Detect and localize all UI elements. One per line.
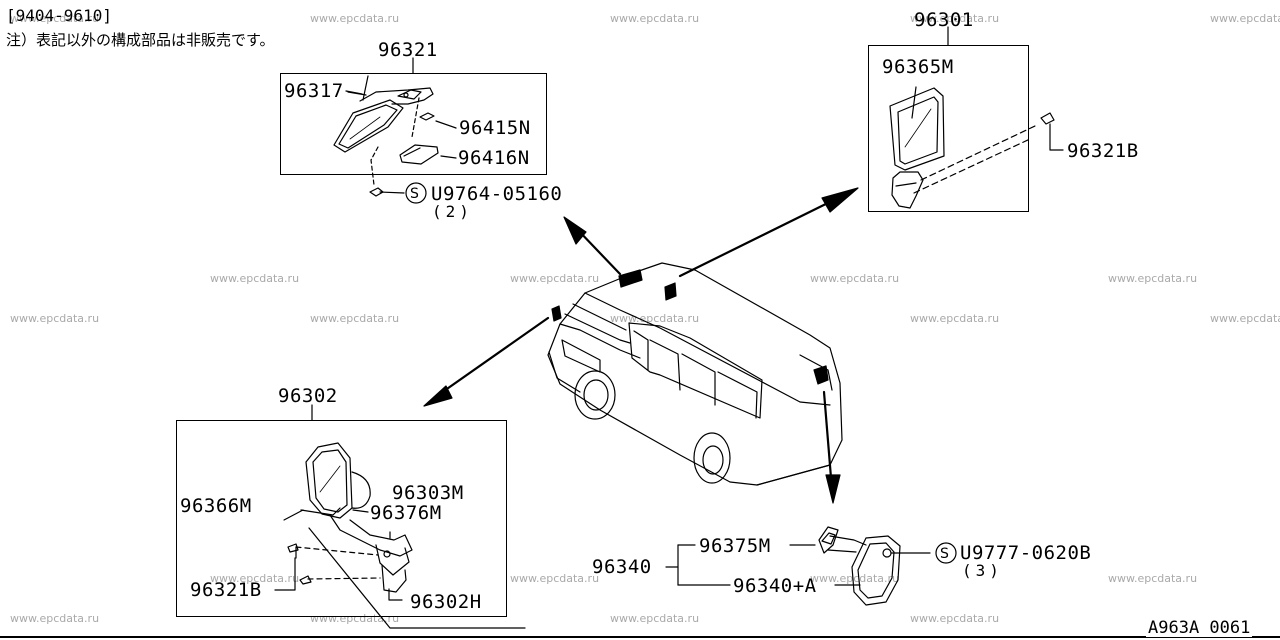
watermark: www.epcdata.ru (1108, 272, 1198, 285)
watermark: www.epcdata.ru (910, 312, 1000, 325)
part-label: 96366M (180, 495, 252, 517)
part-label: 96375M (699, 535, 771, 557)
diagram-id: A963A 0061 (1146, 618, 1253, 638)
watermark: www.epcdata.ru (310, 612, 400, 625)
right-mirror-assembly-label: 96301 (914, 9, 974, 31)
watermark: www.epcdata.ru (510, 572, 600, 585)
watermark: www.epcdata.ru (510, 272, 600, 285)
part-label: 96365M (882, 56, 954, 78)
watermark: www.epcdata.ru (310, 312, 400, 325)
screw-code-label: U9764-05160 (431, 183, 563, 205)
screw-symbol-icon: S (940, 546, 949, 562)
screw-symbol-icon: S (410, 186, 419, 202)
rear-mirror-assembly-label: 96340 (592, 556, 652, 578)
part-label: 96321B (190, 579, 262, 601)
right-mirror-box (868, 45, 1029, 212)
inner-mirror-box (280, 73, 547, 175)
part-label: 96303M (392, 482, 464, 504)
watermark: www.epcdata.ru (10, 312, 100, 325)
watermark: www.epcdata.ru (10, 612, 100, 625)
watermark: www.epcdata.ru (910, 12, 1000, 25)
watermark: www.epcdata.ru (810, 572, 900, 585)
part-label: 96416N (458, 147, 530, 169)
note-text: 注）表記以外の構成部品は非販売です。 (6, 31, 275, 49)
watermark: www.epcdata.ru (310, 12, 400, 25)
screw-qty-label: (2) (432, 202, 473, 221)
part-label: 96340+A (733, 575, 817, 597)
part-label: 96302H (410, 591, 482, 613)
screw-symbol-icon (405, 182, 427, 204)
watermark: www.epcdata.ru (810, 272, 900, 285)
part-label: 96376M (370, 502, 442, 524)
left-mirror-assembly-label: 96302 (278, 385, 338, 407)
screw-qty-label: (3) (962, 561, 1003, 580)
screw-symbol-icon (935, 542, 957, 564)
watermark: www.epcdata.ru (1210, 12, 1280, 25)
part-label: 96415N (459, 117, 531, 139)
watermark: www.epcdata.ru (210, 272, 300, 285)
part-label: 96317 (284, 80, 344, 102)
date-range: [9404-9610] (6, 6, 112, 25)
watermark: www.epcdata.ru (1210, 312, 1280, 325)
left-mirror-box (176, 420, 507, 617)
watermark: www.epcdata.ru (210, 572, 300, 585)
inner-mirror-assembly-label: 96321 (378, 39, 438, 61)
watermark: www.epcdata.ru (1108, 572, 1198, 585)
watermark: www.epcdata.ru (10, 12, 100, 25)
watermark: www.epcdata.ru (610, 12, 700, 25)
part-label: 96321B (1067, 140, 1139, 162)
watermark: www.epcdata.ru (610, 612, 700, 625)
watermark: www.epcdata.ru (910, 612, 1000, 625)
screw-code-label: U9777-0620B (960, 542, 1092, 564)
